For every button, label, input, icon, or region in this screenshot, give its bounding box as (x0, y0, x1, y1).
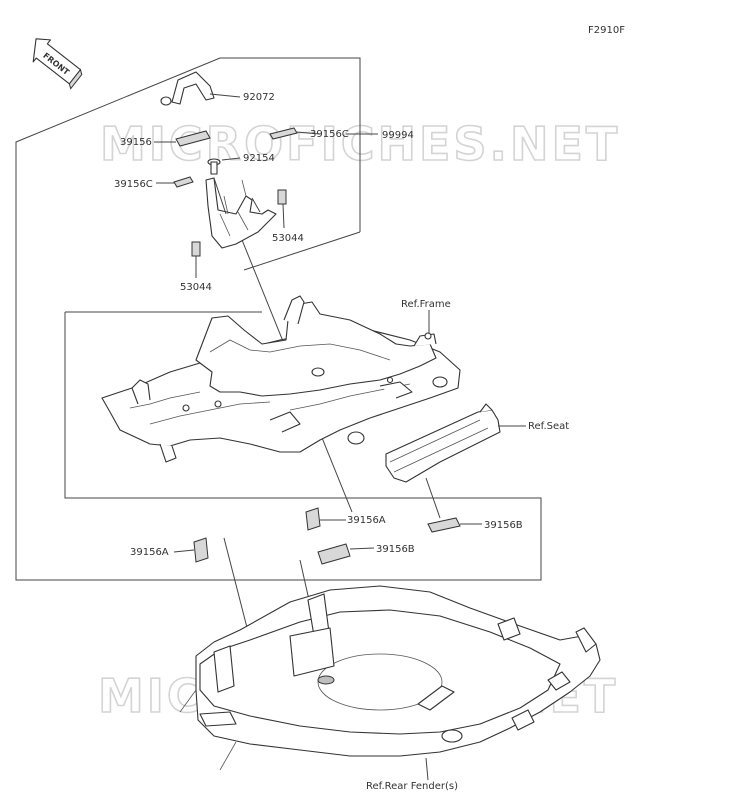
enclosure-outline (15, 57, 542, 581)
label-ref-rear-fender: Ref.Rear Fender(s) (366, 781, 458, 792)
label-39156b-mid: 39156B (376, 544, 415, 555)
pad-39156b-mid (317, 543, 351, 565)
label-39156c-left: 39156C (114, 179, 153, 190)
rear-fender-ref (179, 585, 601, 771)
label-39156b-right: 39156B (484, 520, 523, 531)
front-arrow-icon: FRONT (32, 38, 83, 90)
label-39156c-right: 39156C (310, 129, 349, 140)
pad-39156c-lower (173, 176, 194, 188)
diagram-code: F2910F (588, 25, 625, 36)
clip-92072 (160, 71, 215, 106)
label-92072: 92072 (243, 92, 275, 103)
label-39156a-upper: 39156A (347, 515, 386, 526)
damper-53044-right (277, 189, 287, 205)
label-53044-right: 53044 (272, 233, 304, 244)
bolt-92154 (207, 158, 221, 175)
label-39156-left: 39156 (120, 137, 152, 148)
label-99994: 99994 (382, 130, 414, 141)
label-ref-seat: Ref.Seat (528, 421, 569, 432)
bracket-99994 (205, 177, 277, 249)
pad-39156a-upper (305, 507, 321, 531)
frame-ref (101, 295, 461, 463)
pad-39156b-right (427, 517, 461, 533)
seat-ref (385, 403, 501, 483)
label-53044-left: 53044 (180, 282, 212, 293)
pad-39156c-upper (269, 127, 298, 140)
damper-53044-left (191, 241, 201, 257)
label-39156a-left: 39156A (130, 547, 169, 558)
pad-39156-left (175, 130, 211, 147)
label-ref-frame: Ref.Frame (401, 299, 451, 310)
label-92154: 92154 (243, 153, 275, 164)
pad-39156a-left (193, 537, 209, 563)
